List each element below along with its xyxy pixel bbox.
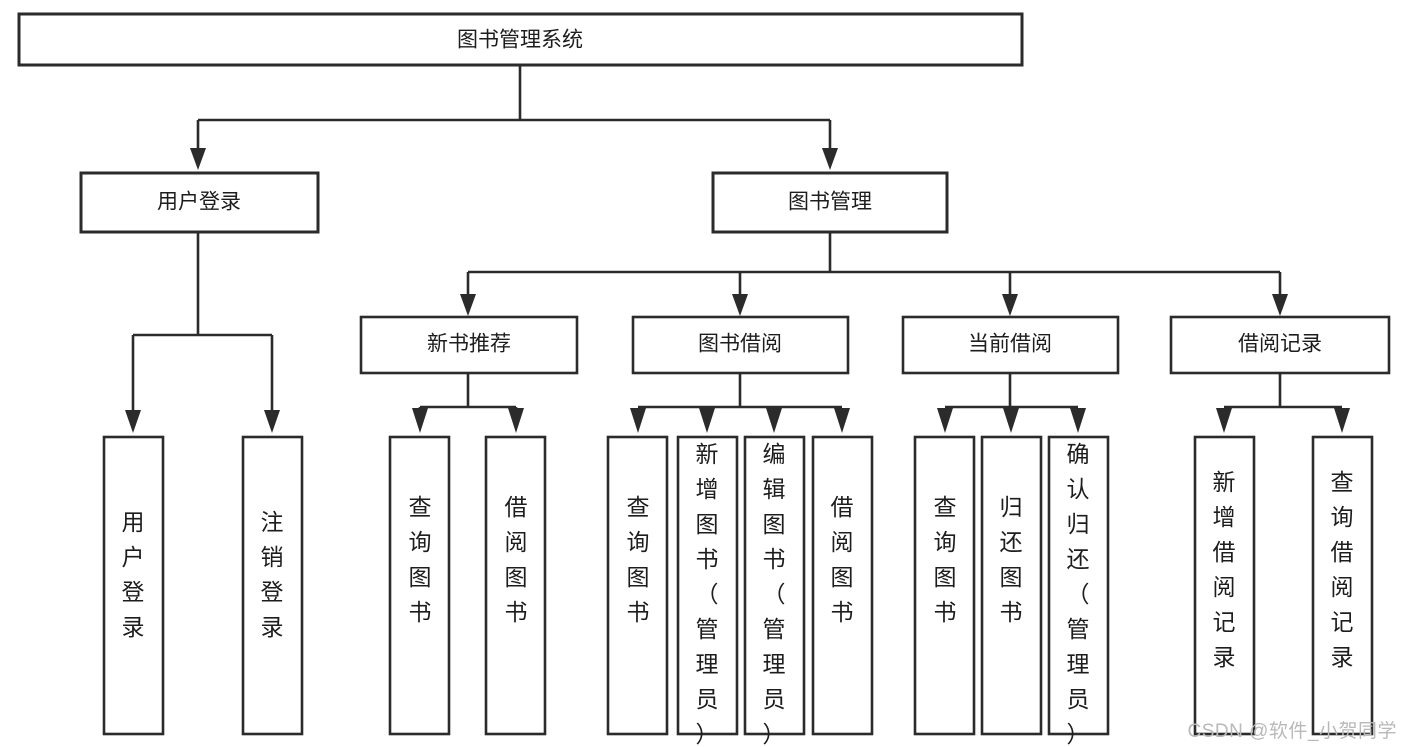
leaf-book-borrow-2-box[interactable] [676,435,739,736]
leaf-book-borrow-1-box[interactable] [606,435,669,736]
leaf-current-borrow-1-box[interactable] [913,435,976,736]
leaf-book-borrow-4[interactable]: 借阅图书 [811,435,874,736]
arrow-bookmgmt-l3c-icon [1002,294,1018,316]
arrow-l3d-leaf2-icon [1334,408,1350,433]
node-current-borrow[interactable]: 当前借阅 [901,315,1120,375]
leaf-book-borrow-1[interactable]: 查询图书 [606,435,669,736]
leaf-user-login-1-label: 用户登录 [122,509,145,640]
leaf-new-book-1[interactable]: 查询图书 [388,435,451,736]
node-user-login-box[interactable] [79,171,320,234]
arrow-bookmgmt-l3a-icon [460,294,476,316]
leaf-borrow-record-2[interactable]: 查询借阅记录 [1311,435,1374,736]
leaf-new-book-2[interactable]: 借阅图书 [484,435,547,736]
node-user-login[interactable]: 用户登录 [79,171,320,234]
node-book-management-label: 图书管理 [788,191,872,214]
arrow-l3a-leaf2-icon [508,408,524,433]
leaf-borrow-record-1[interactable]: 新增借阅记录 [1193,435,1256,736]
arrow-root-to-bookmgmt-icon [822,148,838,170]
leaf-new-book-1-label: 查询图书 [409,494,432,625]
arrow-l3b-leaf3-icon [766,408,782,433]
node-root-box[interactable] [17,12,1024,67]
leaf-new-book-1-box[interactable] [388,435,451,736]
node-book-management-box[interactable] [711,171,949,234]
leaf-new-book-2-box[interactable] [484,435,547,736]
node-book-borrow-box[interactable] [631,315,850,375]
arrow-l3d-leaf1-icon [1216,408,1232,433]
node-new-book-recommend-label: 新书推荐 [427,333,511,356]
leaf-book-borrow-1-label: 查询图书 [627,494,650,625]
leaf-borrow-record-2-label: 查询借阅记录 [1331,469,1354,670]
leaf-current-borrow-1[interactable]: 查询图书 [913,435,976,736]
leaf-book-borrow-2[interactable]: 新增图书（管理员） [676,435,739,747]
arrow-bookmgmt-l3b-icon [732,294,748,316]
leaf-user-login-2-label: 注销登录 [261,509,284,640]
leaf-borrow-record-1-label: 新增借阅记录 [1213,469,1236,670]
leaf-current-borrow-3-label: 确认归还（管理员） [1067,441,1090,747]
connectors [125,65,1350,433]
leaf-current-borrow-2[interactable]: 归还图书 [980,435,1043,736]
node-book-management[interactable]: 图书管理 [711,171,949,234]
node-new-book-recommend[interactable]: 新书推荐 [359,315,579,375]
leaf-current-borrow-3-box[interactable] [1047,435,1110,736]
node-current-borrow-box[interactable] [901,315,1120,375]
leaf-book-borrow-4-label: 借阅图书 [831,494,854,625]
node-root[interactable]: 图书管理系统 [17,12,1024,67]
arrow-userlogin-leaf1-icon [125,410,141,433]
arrow-l3a-leaf1-icon [412,408,428,433]
leaf-user-login-2-box[interactable] [241,435,304,736]
arrow-l3b-leaf1-icon [630,408,646,433]
node-borrow-record-box[interactable] [1169,315,1391,375]
node-borrow-record[interactable]: 借阅记录 [1169,315,1391,375]
leaf-book-borrow-3-box[interactable] [743,435,806,736]
arrow-userlogin-leaf2-icon [264,410,280,433]
node-user-login-label: 用户登录 [157,191,241,214]
leaf-user-login-1-box[interactable] [102,435,165,736]
leaf-user-login-1[interactable]: 用户登录 [102,435,165,736]
leaf-current-borrow-2-box[interactable] [980,435,1043,736]
leaf-book-borrow-4-box[interactable] [811,435,874,736]
arrow-l3c-leaf1-icon [937,408,953,433]
leaf-user-login-2[interactable]: 注销登录 [241,435,304,736]
node-current-borrow-label: 当前借阅 [968,333,1052,356]
csdn-watermark: CSDN @软件_小贺同学 [1187,721,1397,742]
arrow-l3b-leaf2-icon [699,408,715,433]
leaf-current-borrow-1-label: 查询图书 [934,494,957,625]
leaf-current-borrow-3[interactable]: 确认归还（管理员） [1047,435,1110,747]
leaf-new-book-2-label: 借阅图书 [505,494,528,625]
node-root-label: 图书管理系统 [457,29,583,52]
node-book-borrow[interactable]: 图书借阅 [631,315,850,375]
node-new-book-recommend-box[interactable] [359,315,579,375]
node-borrow-record-label: 借阅记录 [1238,333,1322,356]
arrow-root-to-userlogin-icon [190,148,206,170]
leaf-current-borrow-2-label: 归还图书 [1000,494,1023,625]
leaf-book-borrow-3-label: 编辑图书（管理员） [763,441,786,747]
arrow-l3b-leaf4-icon [834,408,850,433]
arrow-bookmgmt-l3d-icon [1272,294,1288,316]
leaf-book-borrow-2-label: 新增图书（管理员） [696,441,719,747]
leaf-book-borrow-3[interactable]: 编辑图书（管理员） [743,435,806,747]
arrow-l3c-leaf3-icon [1070,408,1086,433]
leaf-borrow-record-2-box[interactable] [1311,435,1374,736]
arrow-l3c-leaf2-icon [1003,408,1019,433]
leaf-borrow-record-1-box[interactable] [1193,435,1256,736]
node-book-borrow-label: 图书借阅 [698,333,782,356]
